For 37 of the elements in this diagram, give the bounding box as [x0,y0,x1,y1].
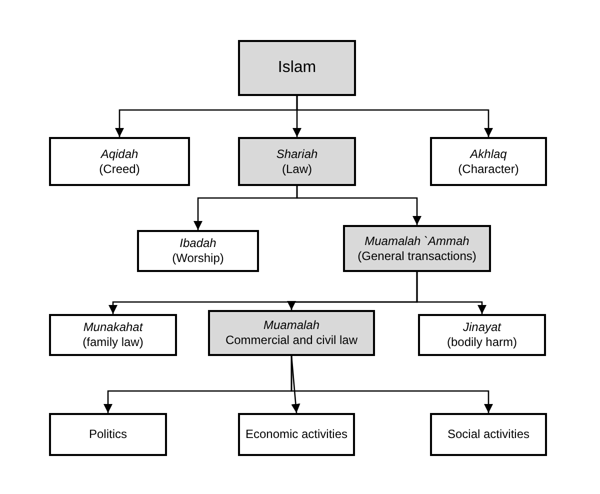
shaded-box [238,40,356,96]
arabic-term: Aqidah [100,146,138,162]
node-label: Islam [278,58,316,78]
node-label: (Worship) [172,251,224,266]
node-label: Economic activities [245,427,348,442]
category-box [49,137,190,186]
category-box [137,230,259,272]
category-box [430,137,547,186]
node-label: Commercial and civil law [225,333,358,348]
arabic-term: Munakahat [83,320,143,335]
shaded-box [343,225,491,272]
category-box [418,314,546,356]
arabic-term: Muamalah `Ammah [364,234,470,248]
arabic-term: Jinayat [462,320,502,335]
category-box [49,413,167,456]
arabic-term: Ibadah [180,236,216,251]
category-box [238,413,355,456]
arrow [416,272,487,314]
node-label: (Law) [282,162,312,176]
node-label: Social activities [447,427,530,442]
arrow [290,356,300,414]
shaded-box [238,137,356,186]
node-label: (Creed) [99,162,140,176]
arrow [296,96,494,137]
node-label: Politics [88,427,127,442]
arrow [290,356,494,413]
node-label: (bodily harm) [446,335,518,350]
node-label: (General transactions) [358,248,476,264]
category-box [49,314,177,356]
node-label: (Character) [458,162,519,176]
arabic-term: Akhlaq [470,146,507,162]
shaded-box [208,310,375,356]
arabic-term: Shariah [276,146,318,162]
category-box [430,413,547,456]
node-label: (family law) [82,335,144,350]
arrow [296,186,422,225]
arabic-term: Muamalah [263,318,320,333]
